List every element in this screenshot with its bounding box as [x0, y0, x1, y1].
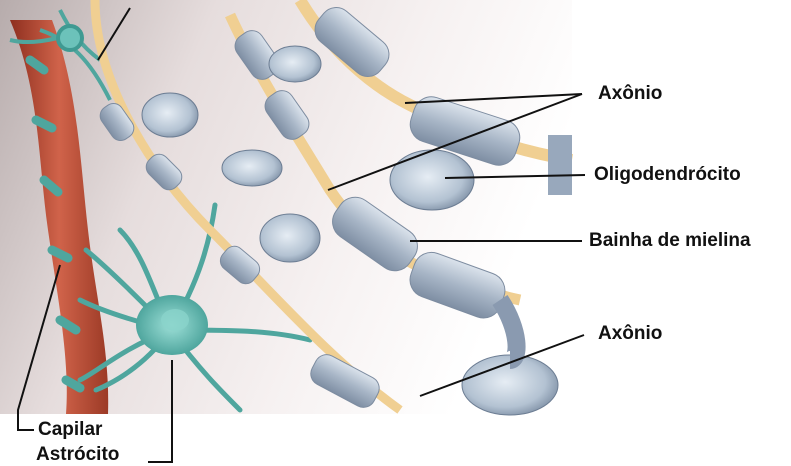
- label-oligodendrocyte: Oligodendrócito: [594, 164, 741, 186]
- label-axon-top: Axônio: [598, 83, 662, 105]
- label-axon-bottom: Axônio: [598, 323, 662, 345]
- label-myelin-sheath: Bainha de mielina: [589, 230, 751, 252]
- label-astrocyte: Astrócito: [36, 444, 119, 466]
- label-capillary: Capilar: [38, 419, 102, 441]
